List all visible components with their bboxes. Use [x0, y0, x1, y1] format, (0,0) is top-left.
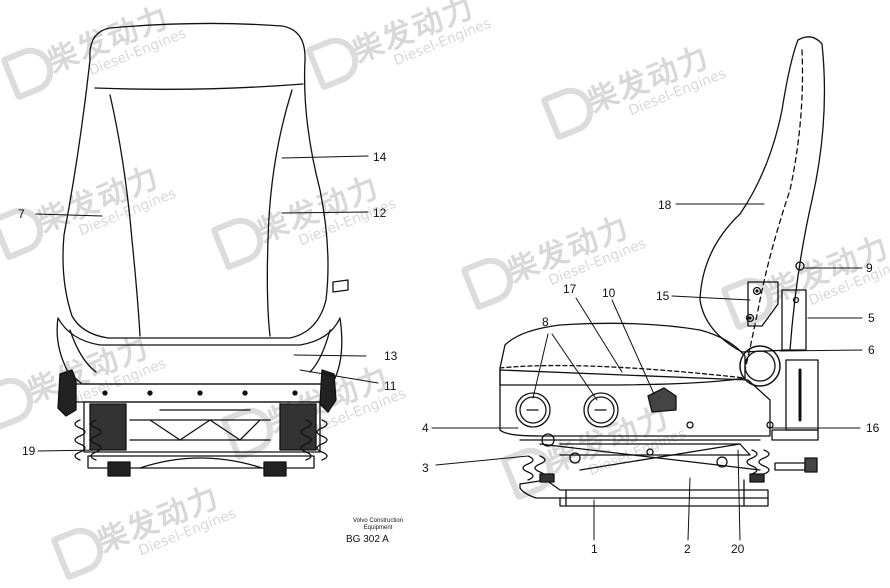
callout-18: 18: [658, 198, 672, 212]
backrest-lever: [332, 279, 349, 293]
caption-subtitle: Equipment: [363, 525, 393, 531]
callout-13: 13: [384, 349, 398, 363]
side-base: [499, 369, 771, 437]
side-view-seat: [499, 36, 826, 507]
headrest-line: [94, 83, 304, 90]
seat-cushion-inner: [69, 329, 331, 373]
side-plate: [781, 289, 807, 351]
seat-diagram: [35, 22, 863, 541]
rail-lower: [559, 497, 769, 507]
adjust-knob-left: [515, 392, 551, 428]
callout-3: 3: [422, 461, 429, 475]
callout-2: 2: [684, 542, 691, 556]
callout-15: 15: [656, 289, 670, 303]
recline-knob: [739, 345, 781, 387]
callout-5: 5: [868, 311, 875, 325]
callout-16: 16: [866, 421, 880, 435]
callout-9: 9: [866, 261, 873, 275]
callout-1: 1: [591, 542, 598, 556]
label-plate: [785, 359, 819, 431]
backrest-outline: [62, 22, 329, 339]
caption-company: Volvo Construction: [352, 518, 404, 524]
callout-8: 8: [542, 315, 549, 329]
callout-11: 11: [384, 379, 397, 393]
backrest-panel-left: [109, 94, 141, 337]
callout-12: 12: [373, 206, 387, 220]
scissor-frame: [519, 439, 761, 471]
backrest-dashed-line: [744, 49, 804, 371]
backrest-panel-right: [266, 89, 293, 337]
suspension-frame: [83, 401, 321, 453]
front-view-seat: [56, 22, 349, 477]
leader-lines: [35, 155, 863, 541]
rail-upper: [519, 479, 769, 499]
adjust-lever: [647, 387, 677, 413]
drawing-caption: Volvo Construction Equipment BG 302 A: [346, 518, 408, 545]
callout-7: 7: [18, 207, 25, 221]
bracket-plate: [747, 281, 779, 327]
callout-14: 14: [373, 150, 387, 164]
adjust-knob-right: [583, 392, 619, 428]
side-cushion: [499, 322, 746, 386]
callout-19: 19: [22, 444, 36, 458]
right-knob: [319, 369, 337, 413]
callout-6: 6: [868, 343, 875, 357]
left-knob: [57, 369, 77, 417]
drawing-reference: BG 302 A: [346, 534, 389, 545]
right-spring: [300, 419, 312, 461]
base-frame: [87, 455, 315, 469]
callout-17: 17: [563, 282, 577, 296]
callout-20: 20: [731, 542, 745, 556]
left-spring: [74, 419, 86, 461]
callout-10: 10: [602, 286, 616, 300]
seat-cushion: [56, 317, 343, 385]
callout-4: 4: [422, 421, 429, 435]
side-backrest: [699, 36, 826, 353]
